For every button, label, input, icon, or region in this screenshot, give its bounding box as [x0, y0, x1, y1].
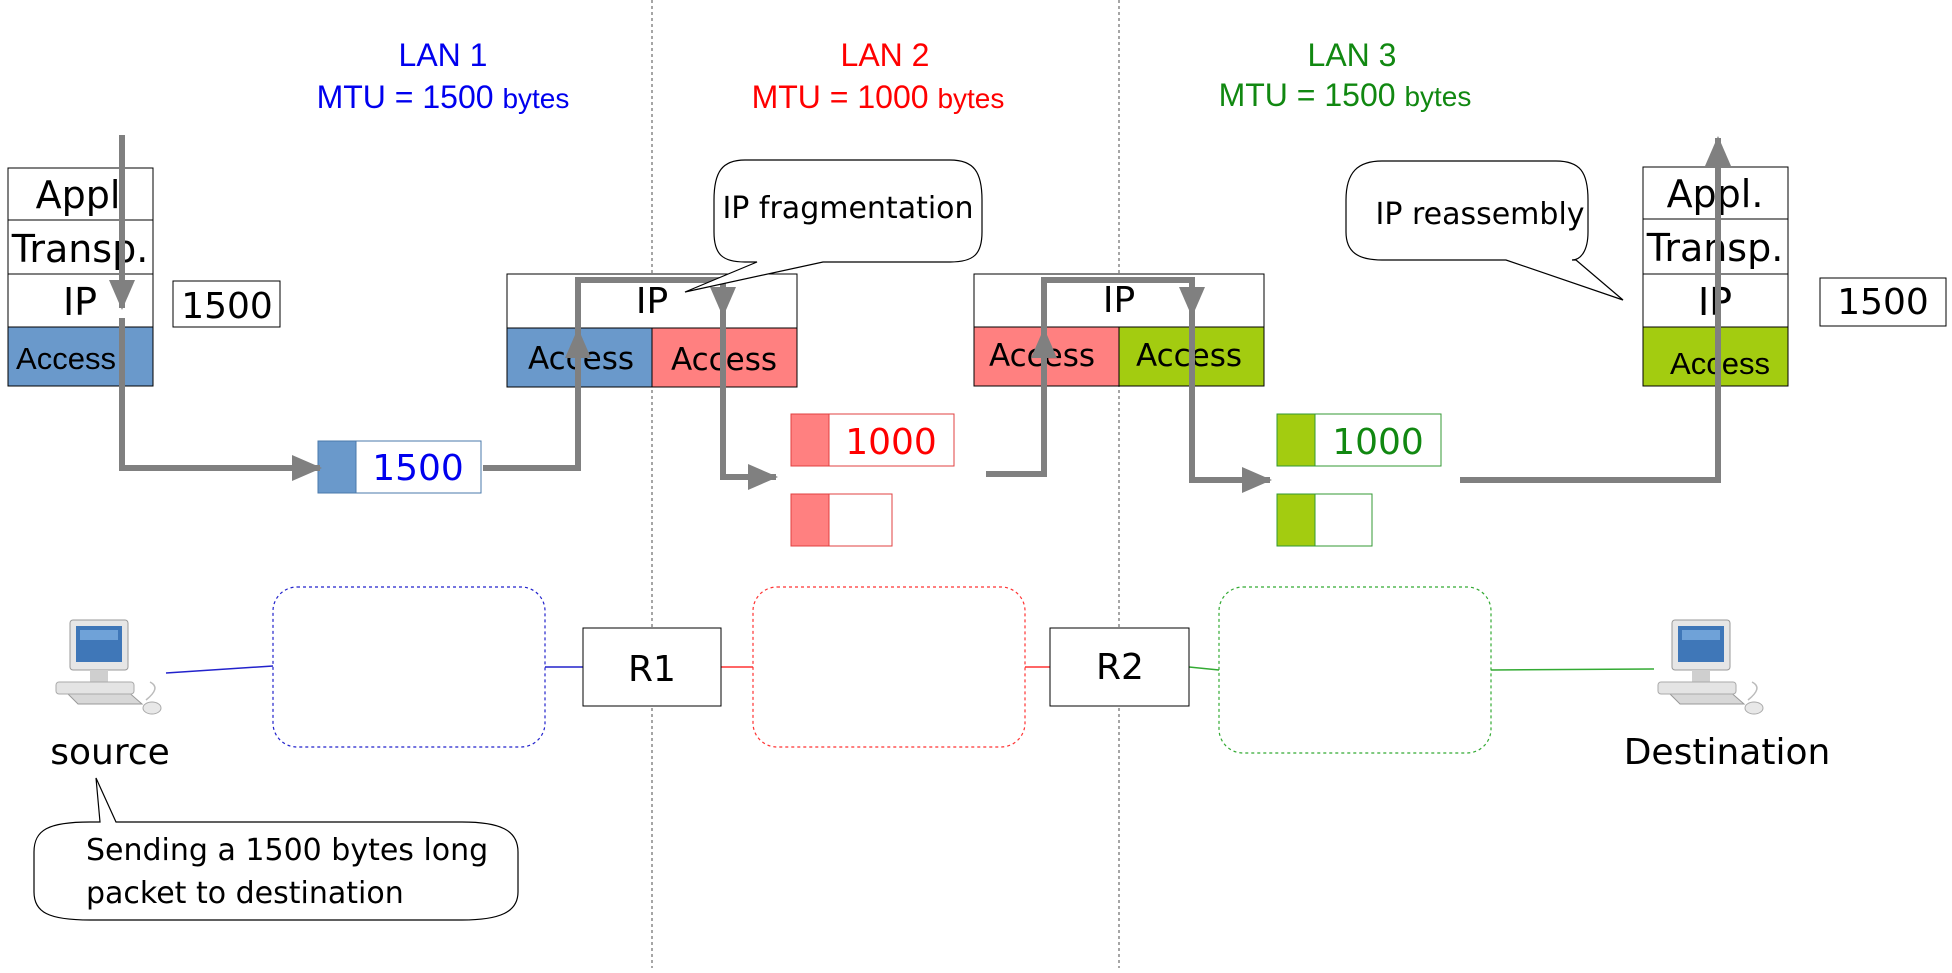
flow-arrow-lan3-to-dest: [1460, 136, 1731, 483]
router2-ip-label: IP: [1103, 280, 1135, 321]
source-stack: Appl Transp. IP Access: [7, 167, 154, 387]
lan3-mtu: MTU = 1500 bytes: [1219, 77, 1472, 113]
packet-lan2-fragment-1: 1000: [790, 413, 955, 467]
packet-lan1: 1500: [317, 440, 482, 494]
packet-lan3-fragment-1: 1000: [1276, 413, 1442, 467]
lan2-title: LAN 2: [841, 37, 930, 73]
fragmentation-callout-text: IP fragmentation: [722, 191, 973, 226]
source-transp-layer: [7, 219, 154, 275]
flow-arrow-r2-ip: [1041, 277, 1205, 330]
packet-lan3-fragment-1-size: 1000: [1332, 422, 1424, 463]
flow-arrow-source-to-lan1: [119, 318, 322, 481]
source-packet-size-box: 1500: [172, 280, 281, 328]
destination-label: Destination: [1624, 732, 1831, 773]
dest-packet-size-box: 1500: [1819, 277, 1947, 327]
link-lan3-dest: [1490, 668, 1655, 671]
packet-lan1-size: 1500: [372, 448, 464, 489]
flow-arrow-lan2-to-r2: [986, 328, 1057, 477]
dest-packet-size: 1500: [1837, 282, 1929, 323]
router-r1-label: R1: [628, 649, 676, 690]
source-access-label: Access: [16, 341, 116, 376]
lan2-mtu: MTU = 1000 bytes: [752, 79, 1005, 115]
lan1-header: LAN 1 MTU = 1500 bytes: [317, 37, 570, 115]
flow-arrow-r1-ip: [575, 277, 736, 330]
reassembly-callout: IP reassembly: [1345, 160, 1624, 301]
fragmentation-callout: IP fragmentation: [684, 159, 983, 293]
source-ip-label: IP: [63, 280, 97, 324]
flow-arrow-r1-to-lan2: [720, 315, 778, 490]
lan1-mtu: MTU = 1500 bytes: [317, 79, 570, 115]
packet-lan2-fragment-2: [790, 493, 893, 547]
source-access-layer: [7, 326, 154, 387]
lan3-network-cloud: [1218, 586, 1492, 754]
lan2-network-cloud: [752, 586, 1026, 748]
lan1-title: LAN 1: [399, 37, 488, 73]
destination-computer-icon[interactable]: [1657, 619, 1764, 715]
lan2-header: LAN 2 MTU = 1000 bytes: [752, 37, 1005, 115]
router1-ip-label: IP: [636, 281, 668, 322]
sending-callout: Sending a 1500 bytes long packet to dest…: [33, 777, 519, 921]
source-transp-label: Transp.: [11, 227, 149, 271]
packet-lan2-fragment-1-size: 1000: [845, 422, 937, 463]
lan3-header: LAN 3 MTU = 1500 bytes: [1219, 37, 1472, 113]
sending-callout-line2: packet to destination: [86, 876, 404, 911]
reassembly-callout-text: IP reassembly: [1375, 197, 1584, 232]
source-appl-layer: [7, 167, 154, 221]
packet-flow-path: [109, 135, 1731, 493]
lan1-network-cloud: [272, 586, 546, 748]
link-r2-lan3: [1188, 666, 1220, 671]
sending-callout-line1: Sending a 1500 bytes long: [86, 833, 488, 868]
source-appl-label: Appl: [36, 173, 121, 217]
router1-stack: IP Access Access: [506, 273, 798, 388]
router-r2[interactable]: R2: [1049, 627, 1190, 707]
router-r1[interactable]: R1: [582, 627, 722, 707]
flow-arrow-r2-to-lan3: [1189, 315, 1272, 493]
lan3-title: LAN 3: [1308, 37, 1397, 73]
source-label: source: [50, 732, 170, 773]
flow-arrow-lan1-to-r1: [483, 328, 591, 471]
router-r2-label: R2: [1096, 647, 1144, 688]
packet-lan3-fragment-2: [1276, 493, 1373, 547]
link-source-lan1: [165, 665, 274, 674]
source-computer-icon[interactable]: [55, 619, 162, 715]
router2-stack: IP Access Access: [973, 273, 1265, 387]
dest-transp-label: Transp.: [1646, 226, 1784, 270]
source-packet-size: 1500: [181, 286, 273, 327]
